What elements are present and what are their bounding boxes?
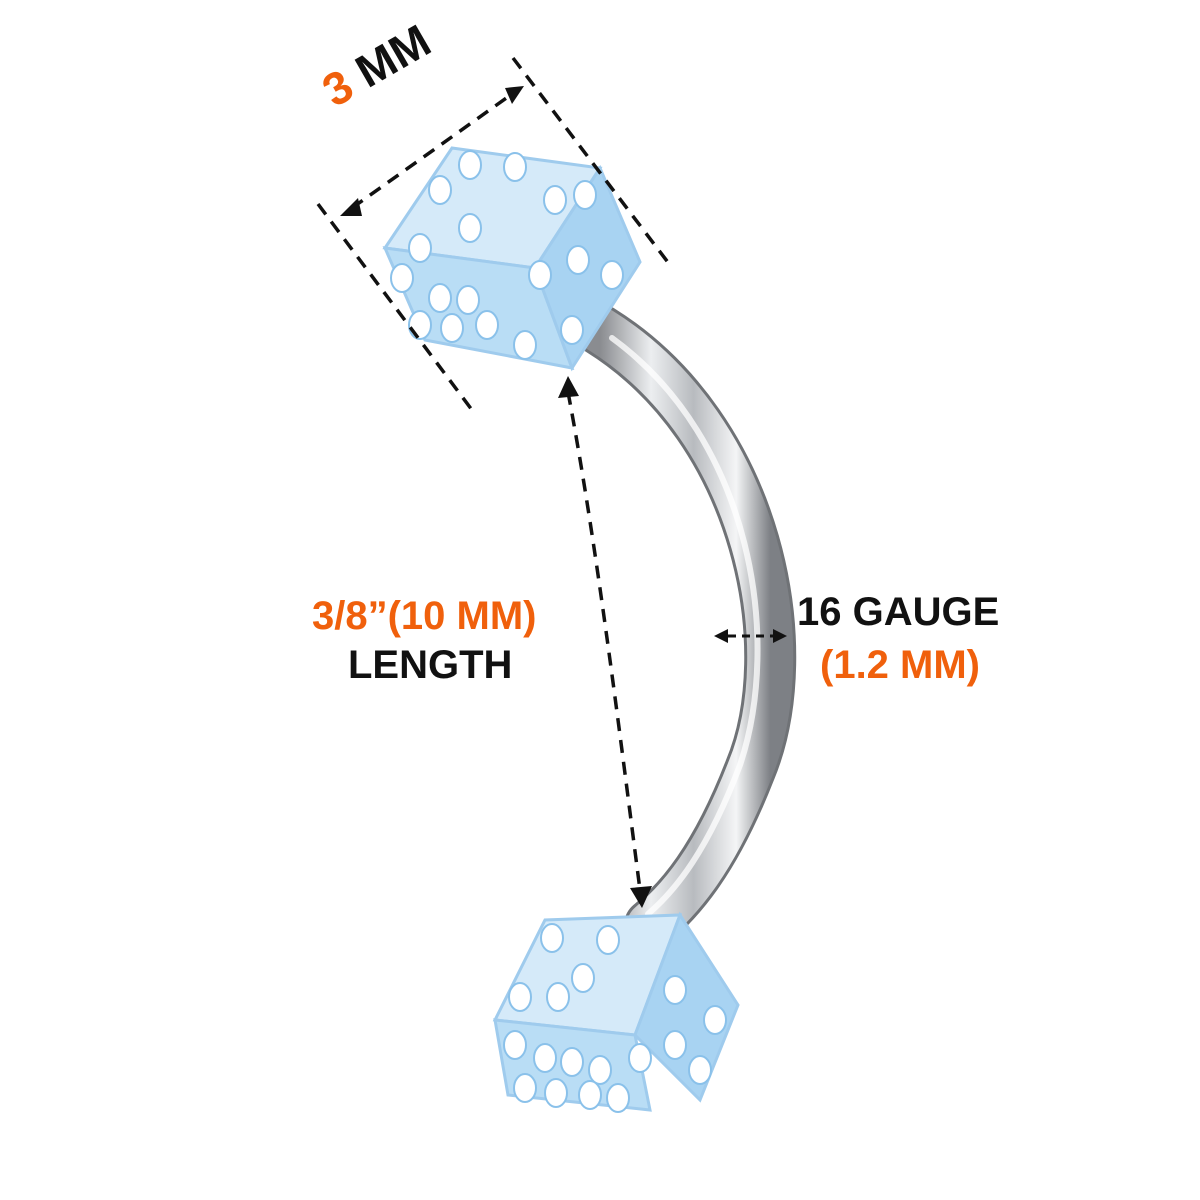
length-arrow-bottom <box>630 886 652 908</box>
length-arrow-top <box>558 376 579 398</box>
arrowhead-left <box>340 198 362 216</box>
length-dimension <box>566 391 642 891</box>
length-label: LENGTH <box>348 643 513 687</box>
gauge-label: 16 GAUGE <box>797 590 1000 634</box>
top-dice-ball <box>382 146 642 372</box>
bottom-dice-ball <box>492 911 740 1113</box>
ball-size-dimension <box>316 56 672 412</box>
arrowhead-right <box>505 86 524 104</box>
gauge-value: (1.2 MM) <box>820 643 980 687</box>
length-value: 3/8”(10 MM) <box>312 594 537 638</box>
